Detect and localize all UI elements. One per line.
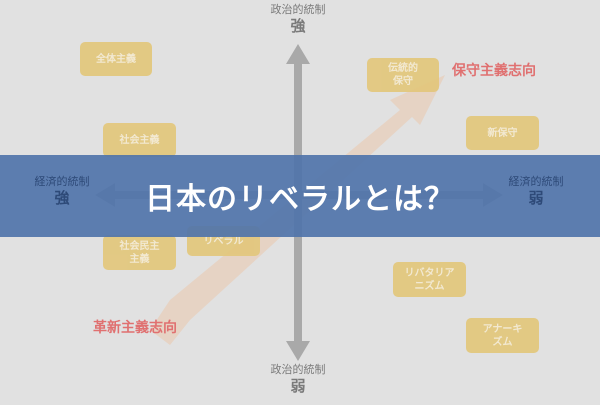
vertical-arrow-down (286, 341, 310, 361)
box-neoconservatism: 新保守 (466, 116, 539, 150)
axis-right-value: 弱 (528, 189, 544, 208)
axis-left: 経済的統制強 (22, 175, 102, 209)
axis-top: 政治的統制強 (258, 3, 338, 37)
box-socialism: 社会主義 (103, 123, 176, 157)
axis-bottom: 政治的統制弱 (258, 363, 338, 397)
axis-top-value: 強 (290, 17, 306, 36)
axis-left-label: 経済的統制 (34, 175, 90, 188)
banner-title: 日本のリベラルとは？ (145, 182, 455, 217)
box-libertarianism: リバタリア ニズム (393, 262, 466, 297)
box-social-democracy: 社会民主 主義 (103, 235, 176, 270)
box-totalitarianism: 全体主義 (80, 42, 152, 76)
progressive-direction-label: 革新主義志向 (93, 320, 177, 336)
axis-bottom-value: 弱 (290, 377, 306, 396)
axis-top-label: 政治的統制 (270, 3, 326, 16)
axis-right: 経済的統制弱 (496, 175, 576, 209)
axis-bottom-label: 政治的統制 (270, 363, 326, 376)
axis-right-label: 経済的統制 (508, 175, 564, 188)
title-banner: 日本のリベラルとは？ (0, 155, 600, 237)
axis-left-value: 強 (54, 189, 70, 208)
conservative-direction-label: 保守主義志向 (452, 63, 536, 79)
box-traditional-conservatism: 伝統的 保守 (367, 58, 439, 92)
vertical-arrow-up (286, 44, 310, 64)
box-anarchism: アナーキ ズム (466, 318, 539, 353)
